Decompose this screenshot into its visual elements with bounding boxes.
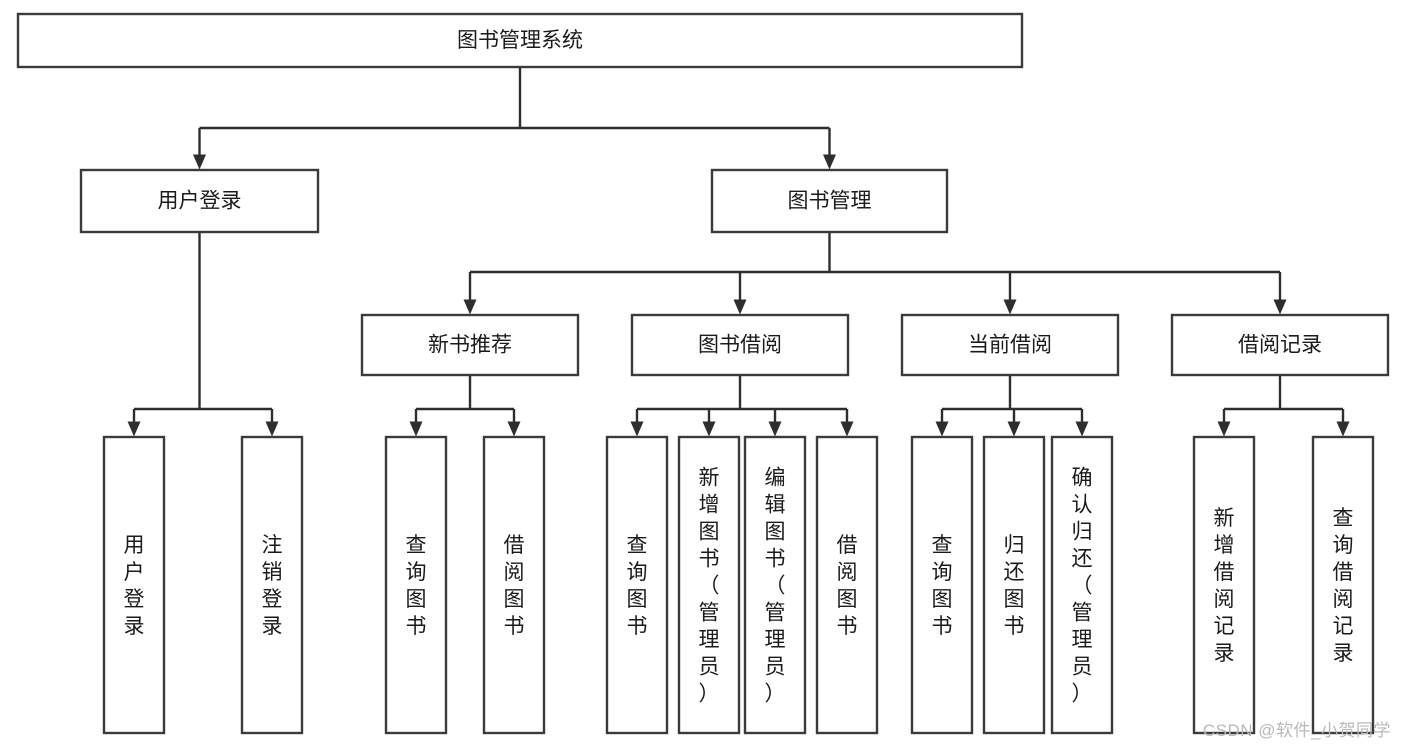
arrow-head-icon [935, 421, 949, 437]
node-label-l-bb-add: 新增图书（管理员） [699, 467, 720, 706]
arrow-head-icon [630, 421, 644, 437]
arrow-head-icon [1273, 299, 1287, 315]
arrow-head-icon [507, 421, 521, 437]
node-box-leaf-user-login [102, 435, 166, 735]
node-l-cb-confirm[interactable]: 确认归还（管理员） [1050, 435, 1114, 735]
node-label-l-nbr-query: 查询图书 [406, 534, 427, 638]
node-box-borrow-record [1170, 313, 1390, 377]
arrow-head-icon [1217, 421, 1231, 437]
node-box-l-bb-query [605, 435, 669, 735]
node-l-cb-query[interactable]: 查询图书 [910, 435, 974, 735]
node-box-l-nbr-query [384, 435, 448, 735]
node-label-l-br-add: 新增借阅记录 [1214, 507, 1235, 665]
arrow-head-icon [1336, 421, 1350, 437]
node-box-user-login [79, 168, 320, 234]
node-label-l-nbr-borrow: 借阅图书 [504, 534, 525, 638]
arrow-head-icon [1007, 421, 1021, 437]
node-label-l-cb-return: 归还图书 [1004, 534, 1025, 638]
node-l-br-add[interactable]: 新增借阅记录 [1192, 435, 1256, 735]
csdn-watermark: CSDN @软件_小贺同学 [1202, 721, 1391, 740]
node-label-l-bb-query: 查询图书 [627, 534, 648, 638]
arrow-head-icon [463, 299, 477, 315]
node-layer: 图书管理系统用户登录图书管理新书推荐图书借阅当前借阅借阅记录用户登录注销登录查询… [16, 12, 1390, 735]
node-box-new-book-rec [360, 313, 580, 377]
node-box-l-br-query [1311, 435, 1375, 735]
node-box-l-bb-add [677, 435, 741, 735]
node-box-l-bb-edit [743, 435, 807, 735]
arrow-head-icon [193, 154, 206, 170]
node-box-l-nbr-borrow [482, 435, 546, 735]
arrow-head-icon [409, 421, 423, 437]
node-box-l-cb-query [910, 435, 974, 735]
node-box-book-manage [710, 168, 949, 234]
node-l-nbr-borrow[interactable]: 借阅图书 [482, 435, 546, 735]
node-box-root [16, 12, 1024, 69]
node-book-borrow[interactable]: 图书借阅 [630, 313, 850, 377]
node-l-bb-query[interactable]: 查询图书 [605, 435, 669, 735]
node-label-new-book-rec: 新书推荐 [428, 334, 512, 357]
node-label-l-bb-borrow: 借阅图书 [837, 534, 858, 638]
node-box-current-borrow [900, 313, 1120, 377]
node-user-login[interactable]: 用户登录 [79, 168, 320, 234]
arrow-head-icon [823, 154, 836, 170]
node-l-bb-add[interactable]: 新增图书（管理员） [677, 435, 741, 735]
node-borrow-record[interactable]: 借阅记录 [1170, 313, 1390, 377]
node-l-bb-edit[interactable]: 编辑图书（管理员） [743, 435, 807, 735]
arrow-head-icon [1075, 421, 1089, 437]
arrow-head-icon [733, 299, 747, 315]
node-l-cb-return[interactable]: 归还图书 [982, 435, 1046, 735]
node-box-book-borrow [630, 313, 850, 377]
arrow-head-icon [1003, 299, 1017, 315]
node-label-l-cb-confirm: 确认归还（管理员） [1072, 467, 1093, 706]
arrow-head-icon [265, 421, 279, 437]
node-l-nbr-query[interactable]: 查询图书 [384, 435, 448, 735]
node-label-leaf-user-logout: 注销登录 [262, 534, 283, 638]
arrow-head-icon [127, 421, 141, 437]
node-label-l-cb-query: 查询图书 [932, 534, 953, 638]
node-box-l-cb-confirm [1050, 435, 1114, 735]
arrow-head-icon [768, 421, 782, 437]
node-root[interactable]: 图书管理系统 [16, 12, 1024, 69]
node-label-borrow-record: 借阅记录 [1238, 334, 1322, 357]
arrow-head-icon [840, 421, 854, 437]
node-l-br-query[interactable]: 查询借阅记录 [1311, 435, 1375, 735]
node-leaf-user-login[interactable]: 用户登录 [102, 435, 166, 735]
node-label-book-manage: 图书管理 [788, 190, 872, 213]
node-label-l-br-query: 查询借阅记录 [1333, 507, 1354, 665]
node-box-l-bb-borrow [815, 435, 879, 735]
connector-layer [127, 67, 1350, 437]
node-current-borrow[interactable]: 当前借阅 [900, 313, 1120, 377]
node-box-leaf-user-logout [240, 435, 304, 735]
node-new-book-rec[interactable]: 新书推荐 [360, 313, 580, 377]
node-label-book-borrow: 图书借阅 [698, 334, 782, 357]
node-book-manage[interactable]: 图书管理 [710, 168, 949, 234]
arrow-head-icon [702, 421, 716, 437]
node-label-l-bb-edit: 编辑图书（管理员） [765, 467, 786, 706]
node-leaf-user-logout[interactable]: 注销登录 [240, 435, 304, 735]
node-label-root: 图书管理系统 [457, 29, 583, 52]
node-label-current-borrow: 当前借阅 [968, 334, 1052, 357]
node-box-l-br-add [1192, 435, 1256, 735]
node-l-bb-borrow[interactable]: 借阅图书 [815, 435, 879, 735]
node-label-user-login: 用户登录 [158, 190, 242, 213]
node-box-l-cb-return [982, 435, 1046, 735]
node-label-leaf-user-login: 用户登录 [124, 534, 145, 638]
